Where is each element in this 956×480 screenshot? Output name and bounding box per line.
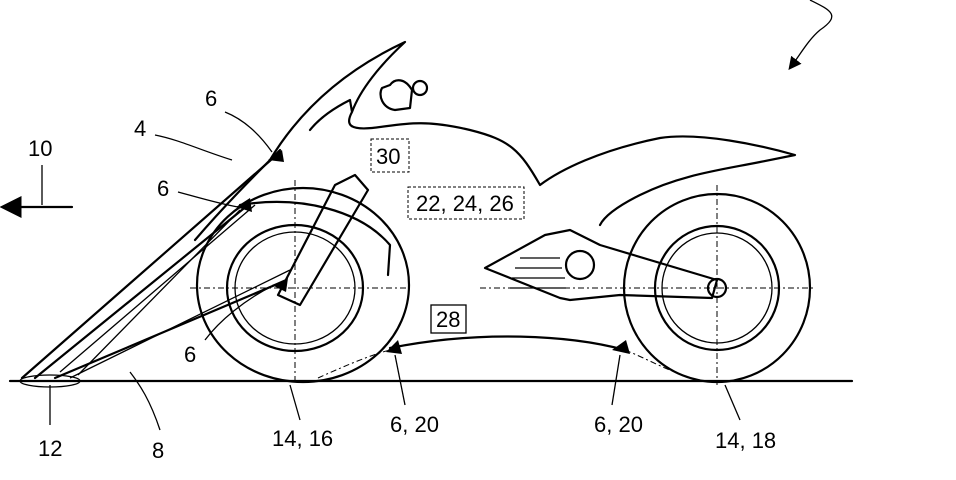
projection-rays <box>20 150 291 380</box>
label-8: 8 <box>152 438 164 463</box>
leader-lines <box>41 111 741 431</box>
label-14-18: 14, 18 <box>715 428 776 453</box>
label-6-fork: 6 <box>184 342 196 367</box>
label-6-top: 6 <box>205 86 217 111</box>
label-14-16: 14, 16 <box>272 426 333 451</box>
label-6-20-front: 6, 20 <box>390 412 439 437</box>
sensors <box>236 150 630 354</box>
label-30: 30 <box>376 144 400 169</box>
front-wheel <box>190 180 411 385</box>
label-4: 4 <box>134 116 146 141</box>
label-10: 10 <box>28 136 52 161</box>
label-6-mid: 6 <box>157 176 169 201</box>
front-fork <box>276 173 370 307</box>
label-12: 12 <box>38 436 62 461</box>
reference-arrow <box>788 0 833 71</box>
label-6-20-rear: 6, 20 <box>594 412 643 437</box>
label-22-24-26: 22, 24, 26 <box>416 191 514 216</box>
swingarm <box>483 228 719 302</box>
label-28: 28 <box>436 307 460 332</box>
motorcycle-body <box>268 40 797 227</box>
